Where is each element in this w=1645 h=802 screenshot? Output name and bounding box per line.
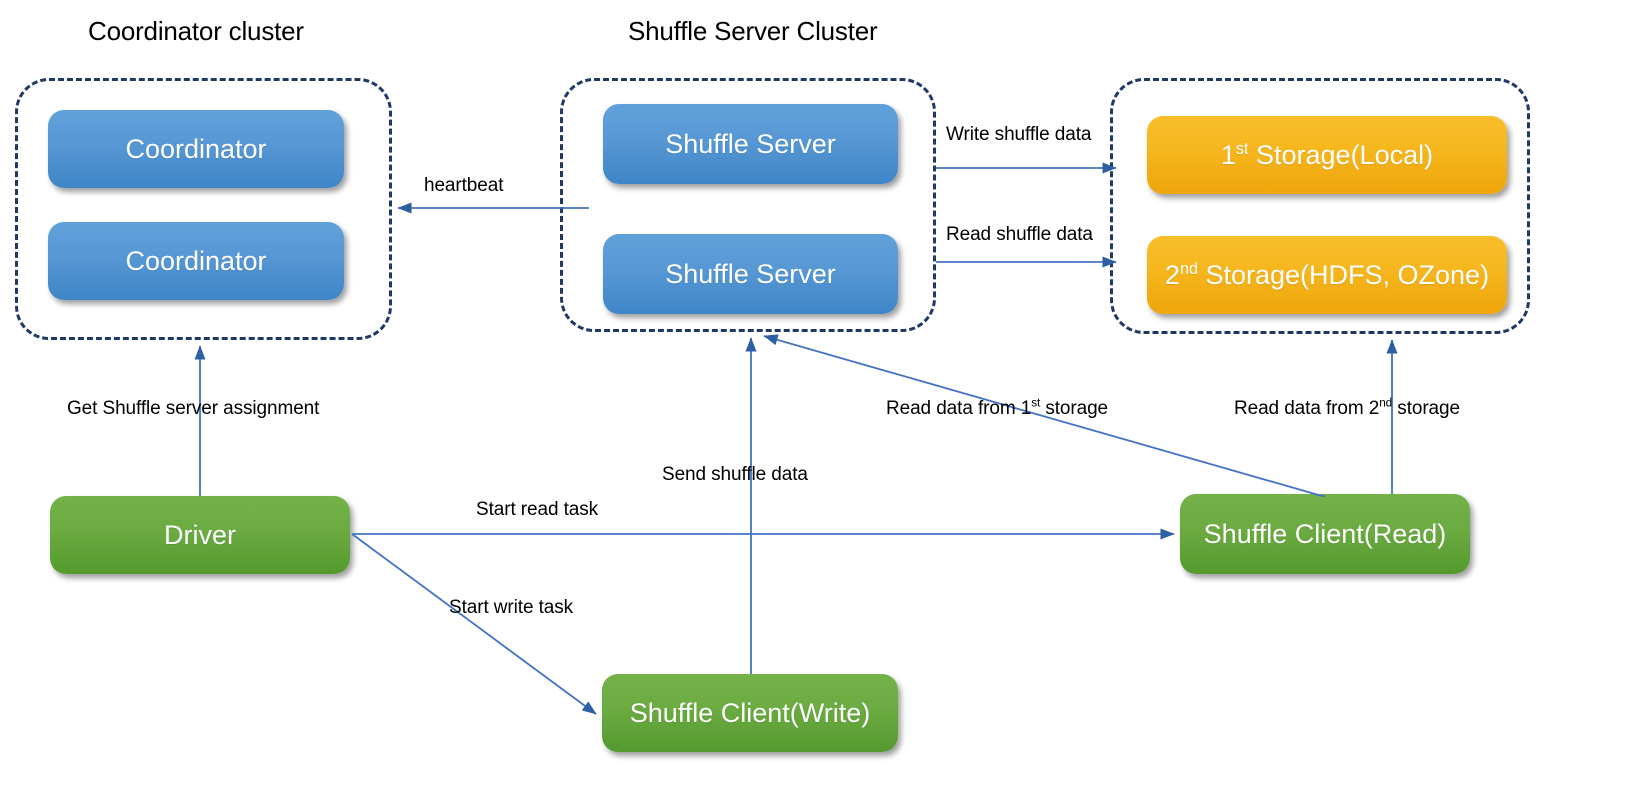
node-label: 2nd Storage(HDFS, OZone) xyxy=(1164,259,1490,290)
ordinal-suffix: st xyxy=(1031,396,1041,410)
node-label: 1st Storage(Local) xyxy=(1220,139,1434,170)
edge-label-read-data-from-2nd-storage: Read data from 2nd storage xyxy=(1234,396,1460,419)
edge-label-read-shuffle-data: Read shuffle data xyxy=(946,224,1093,245)
ordinal-suffix: nd xyxy=(1179,259,1198,278)
node-coordinator-1[interactable]: Coordinator xyxy=(48,110,344,188)
shuffle-server-cluster-title: Shuffle Server Cluster xyxy=(628,16,878,46)
node-label: Shuffle Server xyxy=(665,128,836,159)
edge-label-get-shuffle-server-assignment: Get Shuffle server assignment xyxy=(67,398,320,419)
node-shuffle-client-write[interactable]: Shuffle Client(Write) xyxy=(602,674,898,752)
node-label: Driver xyxy=(164,519,236,550)
node-label: Coordinator xyxy=(125,133,267,164)
node-shuffle-server-1[interactable]: Shuffle Server xyxy=(603,104,898,184)
node-label: Shuffle Client(Read) xyxy=(1203,518,1447,549)
ordinal-suffix: nd xyxy=(1379,396,1393,410)
node-storage-primary[interactable]: 1st Storage(Local) xyxy=(1147,116,1507,194)
node-coordinator-2[interactable]: Coordinator xyxy=(48,222,344,300)
edge-label-write-shuffle-data: Write shuffle data xyxy=(946,124,1092,145)
coordinator-cluster-title: Coordinator cluster xyxy=(88,16,304,46)
shuffle-server-cluster-group xyxy=(560,78,936,332)
node-label: Shuffle Client(Write) xyxy=(629,697,871,728)
coordinator-cluster-group xyxy=(15,78,392,340)
storage-cluster-group xyxy=(1110,78,1530,334)
node-storage-secondary[interactable]: 2nd Storage(HDFS, OZone) xyxy=(1147,236,1507,314)
edge-label-start-write-task: Start write task xyxy=(449,597,574,618)
edge-label-start-read-task: Start read task xyxy=(476,499,599,520)
node-shuffle-server-2[interactable]: Shuffle Server xyxy=(603,234,898,314)
edge-label-read-data-from-1st-storage: Read data from 1st storage xyxy=(886,396,1109,419)
edge-label-send-shuffle-data: Send shuffle data xyxy=(662,464,808,485)
edge-start-write-task xyxy=(351,533,597,715)
node-shuffle-client-read[interactable]: Shuffle Client(Read) xyxy=(1180,494,1470,574)
node-label: Coordinator xyxy=(125,245,267,276)
node-label: Shuffle Server xyxy=(665,258,836,289)
edge-label-heartbeat: heartbeat xyxy=(424,175,504,196)
ordinal-suffix: st xyxy=(1235,139,1249,158)
node-driver[interactable]: Driver xyxy=(50,496,350,574)
